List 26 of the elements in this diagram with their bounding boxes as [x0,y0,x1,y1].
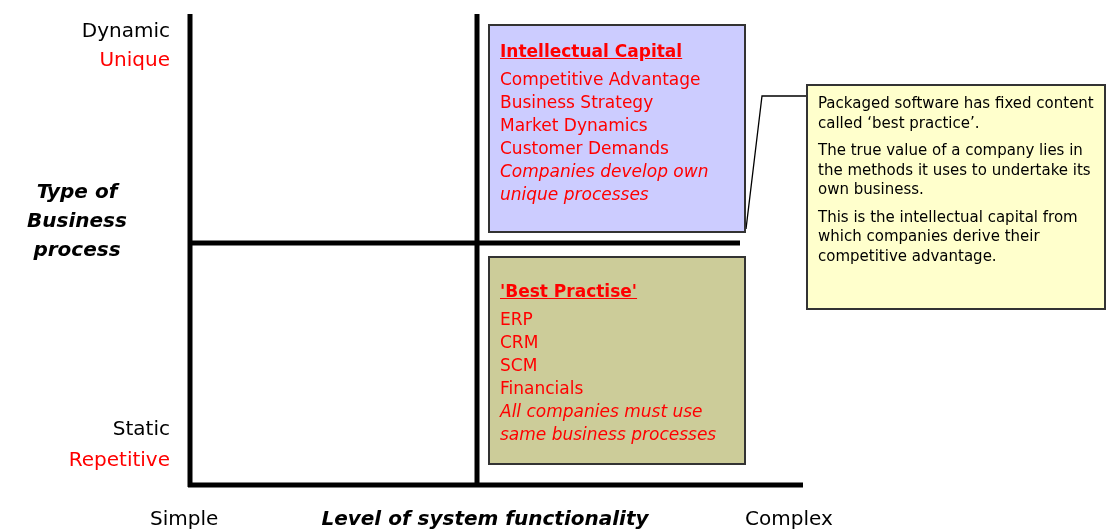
list-item: ERP [500,308,534,331]
axis-end-label: Unique [98,47,170,71]
axis-end-label: Simple [150,506,220,530]
axis-end-label: Static [111,416,170,440]
list-item: CRM [500,331,540,354]
axis-end-label: Complex [745,506,834,530]
box-note: Companies develop own unique processes [500,160,710,205]
list-item: Customer Demands [500,137,670,160]
note-paragraph: The true value of a company lies in the methods it uses to undertake its own business. [818,141,1092,200]
list-item: Financials [500,377,585,400]
list-item: SCM [500,354,539,377]
list-item: Competitive Advantage [500,68,702,91]
box-note: All companies must use same business processes [500,400,718,445]
note-box [806,84,1106,310]
quadrant-box [488,256,746,465]
list-item: Business Strategy [500,91,655,114]
box-heading: Intellectual Capital [500,40,684,63]
box-heading: 'Best Practise' [500,280,639,303]
axis-end-label: Dynamic [80,18,170,42]
axis-title: Level of system functionality [320,506,650,530]
axis-end-label: Repetitive [67,447,170,471]
quadrant-box [488,24,746,233]
note-paragraph: This is the intellectual capital from which companies derive their competitive advantage. [818,207,1079,266]
axis-title: Type of Business process [26,178,128,263]
note-paragraph: Packaged software has fixed content called ‘best practice’. [818,94,1094,133]
list-item: Market Dynamics [500,114,649,137]
